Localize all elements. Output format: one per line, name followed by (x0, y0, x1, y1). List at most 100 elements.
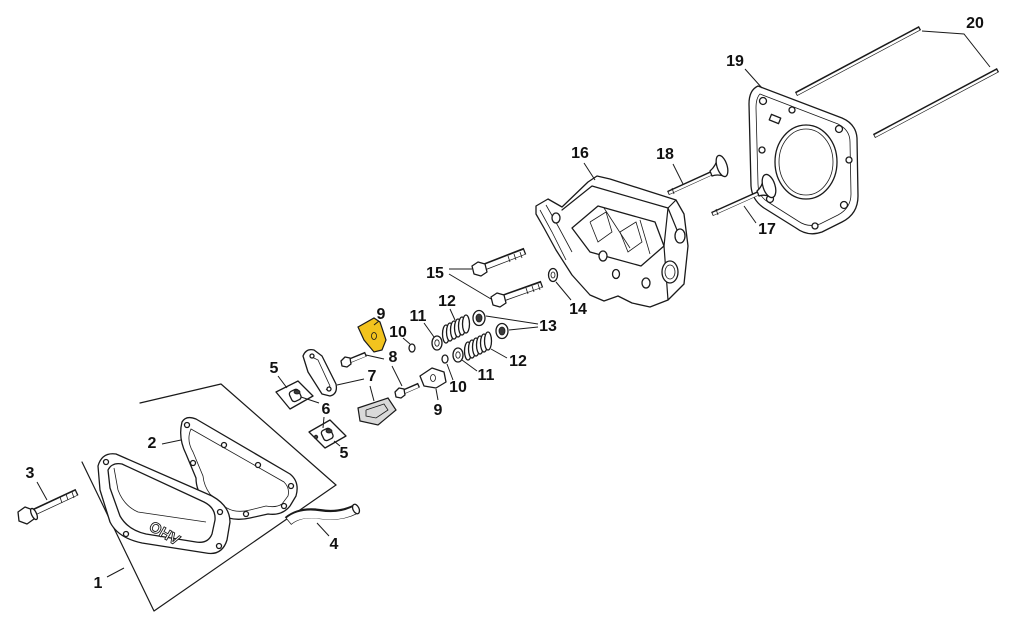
cover-screw-hole (215, 542, 223, 550)
leader-5-upper (277, 375, 288, 389)
valve-17-groove (715, 208, 719, 216)
cover-screw-hole (122, 530, 130, 538)
part-10-keeper-lower (441, 354, 449, 364)
valve-18-stem (668, 171, 714, 195)
cover-bolt-thread (71, 491, 75, 499)
leader-12-lower (490, 348, 508, 359)
callout-part-10-lower: 10 (449, 379, 467, 396)
part-15-bolts (471, 247, 544, 308)
callout-part-2: 2 (148, 435, 157, 452)
cavity-rib (639, 219, 651, 255)
bolt-15a-thread (507, 255, 511, 263)
callout-part-10-upper: 10 (389, 324, 407, 341)
washer-inner (550, 271, 556, 279)
leader-6a (300, 396, 320, 404)
callout-part-9-upper: 9 (377, 306, 386, 323)
bolt-15a-shaft (484, 249, 525, 270)
bolt-15a-thread (513, 253, 517, 261)
callout-part-5-upper: 5 (270, 360, 279, 377)
leader-9-lower (435, 388, 439, 401)
cooling-fin (539, 209, 567, 261)
exhaust-port-inner (664, 264, 676, 280)
part-7-pushrod-plate (357, 397, 397, 426)
valve-18-groove (671, 187, 675, 195)
valve-cover-ridge (113, 467, 207, 523)
callout-part-1: 1 (94, 575, 103, 592)
leader-10-upper (402, 337, 411, 345)
callout-part-19: 19 (726, 53, 744, 70)
cover-gasket-inner (188, 428, 289, 512)
gasket-screw-hole (183, 421, 191, 429)
valve-17-head (761, 173, 777, 199)
leader-20 (921, 30, 991, 68)
leader-8a (365, 354, 385, 360)
cover-bolt-washer (29, 507, 39, 521)
head-bolt-hole (611, 268, 621, 280)
leader-13b (508, 326, 539, 331)
gasket-screw-hole (242, 510, 250, 518)
cover-screw-hole (102, 458, 110, 466)
callout-part-13: 13 (539, 318, 557, 335)
part-20-push-rods (794, 26, 1000, 138)
cavity-rib (603, 207, 631, 249)
rocker-pedestal-right (619, 221, 643, 253)
head-bolt-hole (641, 277, 651, 289)
callout-part-11-lower: 11 (478, 367, 495, 384)
valve-17-stem (712, 191, 761, 216)
breather-tube-body (286, 506, 357, 524)
gasket-screw-hole (254, 461, 262, 469)
gasket-screw-hole (280, 502, 288, 510)
gasket-screw-hole (287, 482, 295, 490)
leader-1 (106, 567, 125, 578)
push-rod-upper-body (796, 27, 920, 96)
part-4-breather-tube (284, 503, 361, 526)
rocker-arm-pivot (430, 374, 436, 382)
callout-part-18: 18 (656, 146, 674, 163)
retainer-rim (452, 347, 464, 363)
valve-cover-dome (107, 462, 216, 543)
part-7-rocker-guide (302, 348, 338, 397)
part-17-valve (711, 173, 777, 217)
part-12-valve-spring-lower (463, 331, 493, 361)
bolt-15b-shaft (503, 282, 542, 301)
part-13-valve-caps (472, 309, 509, 340)
part-16-cylinder-head (535, 175, 689, 308)
part-5-box-upper (275, 380, 314, 410)
stud-shaft (403, 384, 419, 394)
gasket-bore-outer (774, 124, 838, 200)
leader-3 (36, 481, 48, 501)
callout-part-16: 16 (571, 145, 589, 162)
head-bolt-hole (598, 250, 608, 262)
valve-18-head (715, 154, 729, 178)
gasket-bolt-hole (839, 200, 849, 210)
gasket-pushrod-slot (768, 113, 782, 125)
washer-outer (547, 267, 559, 283)
gasket-bolt-hole (758, 146, 766, 154)
gasket-bolt-hole (788, 106, 796, 114)
spring-coil (461, 314, 471, 334)
leader-14 (555, 281, 572, 301)
retainer-rim (431, 335, 443, 351)
callout-part-17: 17 (758, 221, 776, 238)
rocker-arm-body (419, 367, 447, 389)
tappet-lower-pin (313, 434, 319, 440)
pushrod-plate-body (357, 397, 397, 426)
callout-part-14: 14 (569, 301, 587, 318)
cylinder-head-rim (561, 185, 678, 231)
callout-part-11-upper: 11 (410, 308, 427, 325)
stud-head (394, 387, 406, 399)
rocker-guide-hole (309, 353, 315, 359)
part-19-head-gasket (748, 85, 859, 235)
leader-7b (369, 385, 375, 402)
rocker-arm-highlight-body (357, 317, 387, 353)
tappet-lower-top (325, 428, 333, 434)
cover-bolt-thread (59, 496, 63, 504)
leader-15b (448, 273, 492, 300)
gasket-bore-inner (778, 128, 834, 196)
part-8-stud-upper (340, 351, 367, 368)
leader-17 (743, 205, 757, 224)
part-11-retainer-upper (431, 335, 443, 351)
callout-part-12-lower: 12 (509, 353, 527, 370)
part-9-rocker-arm (419, 367, 447, 389)
